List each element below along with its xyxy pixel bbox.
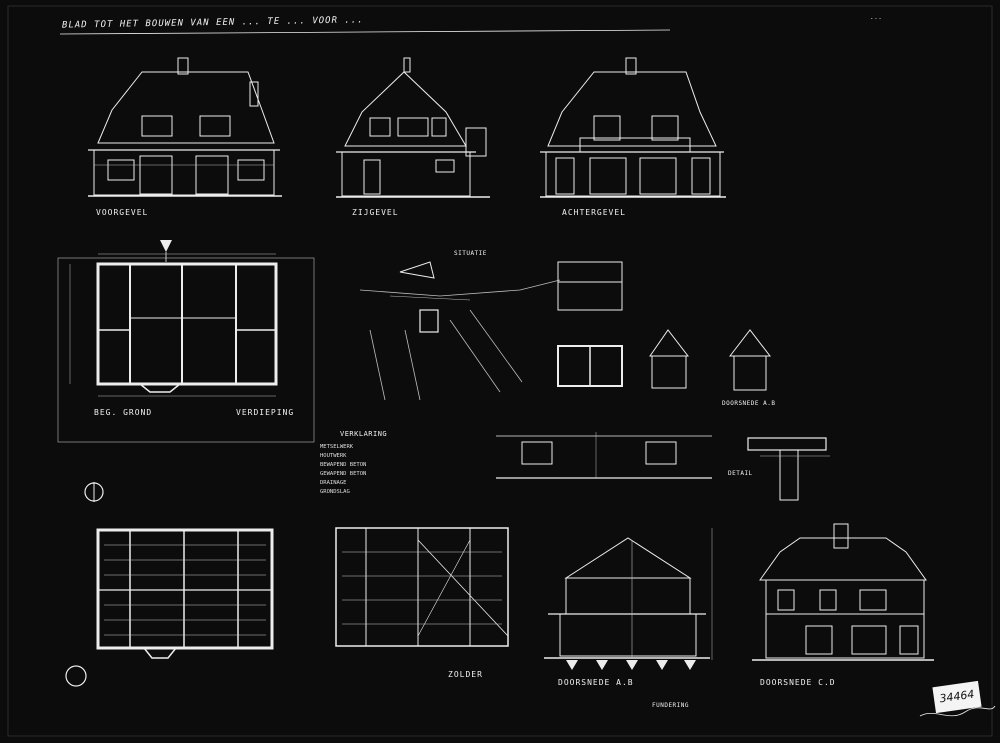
legend-item: GRONDSLAG xyxy=(320,489,350,495)
label-roof-plan: ZOLDER xyxy=(448,670,483,679)
label-front-elevation: VOORGEVEL xyxy=(96,208,149,217)
label-situation: SITUATIE xyxy=(454,250,487,257)
ground-floor-plan xyxy=(57,240,315,443)
top-right-note: ... xyxy=(870,14,883,21)
legend-title: VERKLARING xyxy=(340,430,388,438)
label-section-ab: DOORSNEDE A.B xyxy=(558,678,634,687)
side-elevation xyxy=(336,57,490,198)
legend-item: HOUTWERK xyxy=(320,453,347,459)
label-detail: DETAIL xyxy=(728,470,753,477)
signature xyxy=(919,705,996,717)
label-ground-plan: BEG. GROND xyxy=(94,408,153,417)
compass-icon xyxy=(65,482,104,687)
label-section-cd: DOORSNEDE C.D xyxy=(760,678,836,687)
first-floor-plan xyxy=(96,528,274,659)
roof-plan xyxy=(335,527,509,647)
detail-drawing xyxy=(747,437,830,501)
fence-elevation xyxy=(496,432,712,479)
front-elevation xyxy=(88,57,282,197)
label-shed-section: DOORSNEDE A.B xyxy=(722,400,776,407)
label-foundation: FUNDERING xyxy=(652,702,690,709)
legend-item: METSELWERK xyxy=(320,444,354,450)
situation-plan xyxy=(359,261,561,401)
legend-item: DRAINAGE xyxy=(320,480,347,486)
legend-item: GEWAPEND BETON xyxy=(320,471,367,477)
shed-drawings xyxy=(557,261,772,391)
legend-item: BEWAPEND BETON xyxy=(320,462,367,468)
rear-elevation xyxy=(540,57,726,198)
label-side-elevation: ZIJGEVEL xyxy=(352,208,399,217)
label-rear-elevation: ACHTERGEVEL xyxy=(562,208,626,217)
section-cd xyxy=(752,523,934,661)
label-first-plan: VERDIEPING xyxy=(236,408,295,417)
section-ab xyxy=(544,528,713,670)
